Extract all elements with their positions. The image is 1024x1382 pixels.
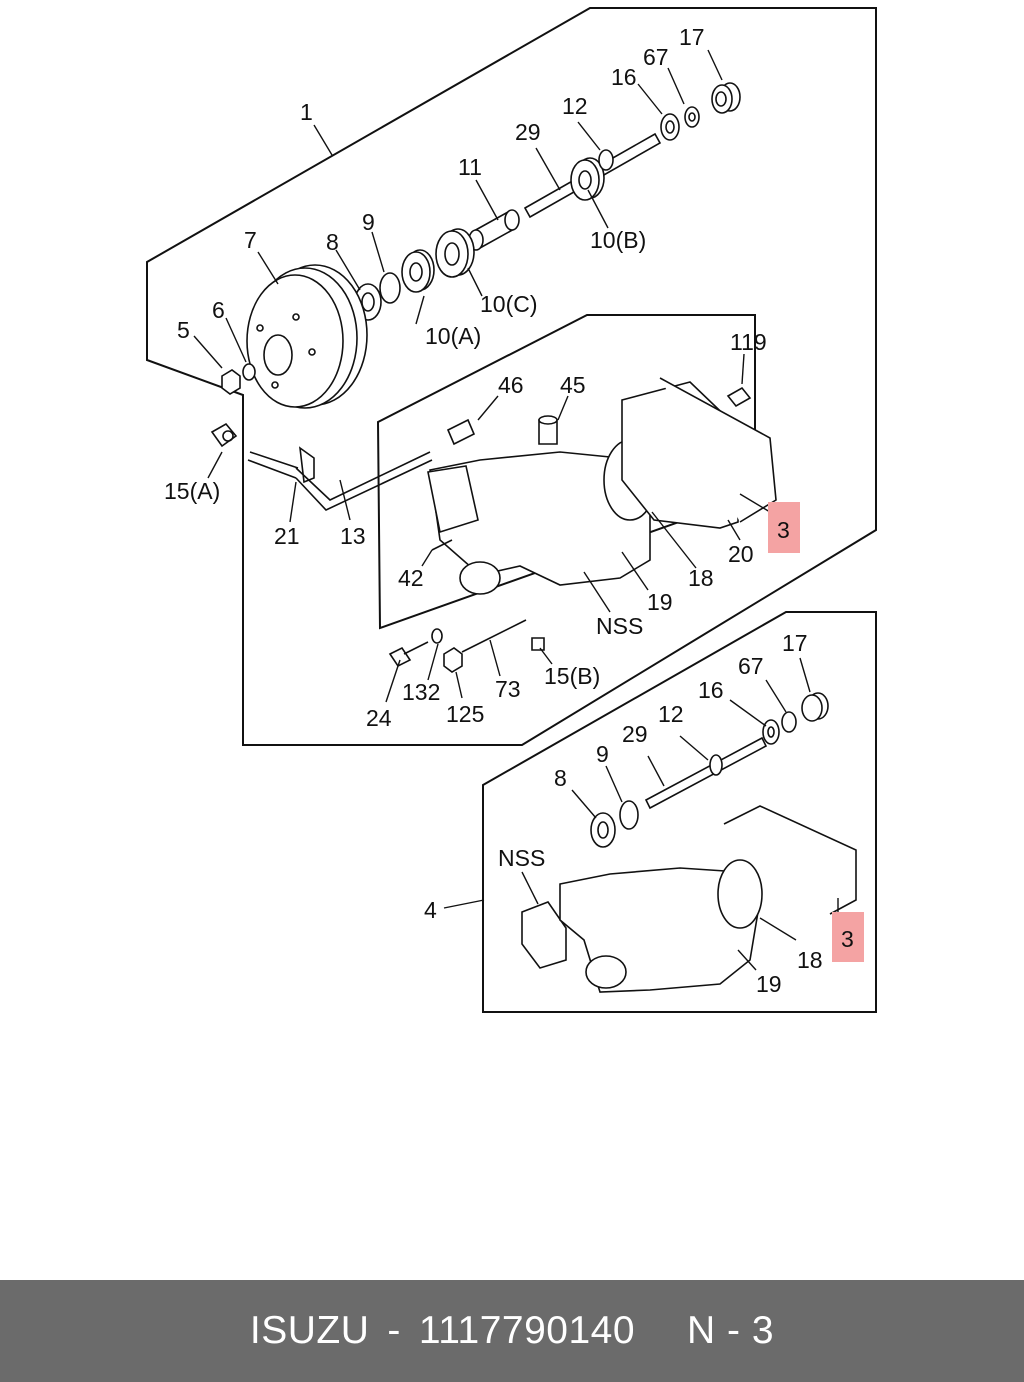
callout-10b: 10(B) xyxy=(590,227,646,253)
pipe-13 xyxy=(295,451,433,511)
callout-8-lower: 8 xyxy=(554,765,567,791)
callout-12-lower: 12 xyxy=(658,701,684,727)
washer-132 xyxy=(431,628,443,644)
callout-10a: 10(A) xyxy=(425,323,481,349)
snap-ring-9-lower xyxy=(619,800,639,830)
callout-46: 46 xyxy=(498,372,524,398)
nut-125 xyxy=(443,647,463,673)
bolt-24 xyxy=(388,641,429,668)
callout-24: 24 xyxy=(366,705,392,731)
callout-nss-lower: NSS xyxy=(498,845,545,871)
outlet-port xyxy=(459,561,501,595)
callout-3-lower: 3 xyxy=(841,926,854,952)
brand-name: ISUZU xyxy=(249,1309,370,1352)
callout-29-lower: 29 xyxy=(622,721,648,747)
callout-nss-upper: NSS xyxy=(596,613,643,639)
fitting-15a xyxy=(210,422,238,448)
callout-42: 42 xyxy=(398,565,424,591)
callout-125: 125 xyxy=(446,701,484,727)
callout-12-upper: 12 xyxy=(562,93,588,119)
callout-67-upper: 67 xyxy=(643,44,669,70)
seal-8-lower xyxy=(590,812,616,848)
exploded-parts-diagram: 1 17 67 16 12 29 11 10(B) 10(C) 10(A) 7 … xyxy=(146,7,877,1013)
callout-8-upper: 8 xyxy=(326,229,339,255)
collar-12-lower xyxy=(709,754,723,776)
part-number: 1117790140 xyxy=(418,1309,636,1352)
callout-15a: 15(A) xyxy=(164,478,220,504)
callout-119: 119 xyxy=(730,329,767,355)
seal-16-upper xyxy=(660,113,680,141)
callout-16-upper: 16 xyxy=(611,64,637,90)
callout-21: 21 xyxy=(274,523,300,549)
bearing-10b xyxy=(570,157,605,201)
callout-29-upper: 29 xyxy=(515,119,541,145)
outlet-port-lower xyxy=(585,955,627,989)
callout-17-lower: 17 xyxy=(782,630,808,656)
callout-15b: 15(B) xyxy=(544,663,600,689)
plug-46 xyxy=(446,418,476,446)
snap-ring-9-upper xyxy=(379,272,401,304)
callout-45: 45 xyxy=(560,372,586,398)
callout-13: 13 xyxy=(340,523,366,549)
callout-18-upper: 18 xyxy=(688,565,714,591)
stud-73 xyxy=(461,619,527,653)
callout-19-upper: 19 xyxy=(647,589,673,615)
gasket-3-lower xyxy=(723,805,857,915)
callout-20: 20 xyxy=(728,541,754,567)
callout-67-lower: 67 xyxy=(738,653,764,679)
callout-18-lower: 18 xyxy=(797,947,823,973)
callout-132: 132 xyxy=(402,679,440,705)
callout-16-lower: 16 xyxy=(698,677,724,703)
cap-17-upper xyxy=(711,82,741,114)
washer-67-upper xyxy=(684,106,700,128)
impeller-18-lower xyxy=(717,859,763,929)
separator-dash: - xyxy=(387,1309,401,1352)
callout-9-upper: 9 xyxy=(362,209,375,235)
part-info-bar: ISUZU - 1117790140 N - 3 xyxy=(0,1280,1024,1382)
housing-flange xyxy=(427,465,479,534)
callout-3-upper: 3 xyxy=(777,517,790,543)
stud-42 xyxy=(431,539,453,551)
callout-1: 1 xyxy=(300,99,313,125)
highlight-3-upper xyxy=(768,502,800,553)
plug-15b xyxy=(531,637,545,651)
hose-21 xyxy=(247,451,299,479)
gasket-3-upper xyxy=(659,377,777,523)
callout-17-upper: 17 xyxy=(679,24,705,50)
seal-16-lower xyxy=(762,719,780,745)
callout-6: 6 xyxy=(212,297,225,323)
shaft-29-lower xyxy=(644,736,768,810)
pulley-7 xyxy=(246,264,368,409)
washer-6 xyxy=(242,363,256,381)
cap-17-lower xyxy=(801,692,829,722)
leader-lines xyxy=(193,49,839,971)
bearing-10c xyxy=(435,228,475,278)
callout-7: 7 xyxy=(244,227,257,253)
collar-12-upper xyxy=(598,149,614,171)
nut-5 xyxy=(221,369,241,395)
callout-4: 4 xyxy=(424,897,437,923)
callout-19-lower: 19 xyxy=(756,971,782,997)
plug-45 xyxy=(538,415,558,445)
sleeve-11 xyxy=(468,209,520,251)
callout-73: 73 xyxy=(495,676,521,702)
bearing-10a xyxy=(401,249,435,293)
page-reference: N - 3 xyxy=(687,1309,775,1352)
callout-10c: 10(C) xyxy=(480,291,538,317)
gasket-nss-lower xyxy=(521,901,567,969)
washer-67-lower xyxy=(781,711,797,733)
bolt-119 xyxy=(726,386,752,408)
bracket xyxy=(298,446,315,484)
assembly-outline-main xyxy=(146,7,877,746)
assembly-outline-lower xyxy=(482,611,877,1013)
callout-9-lower: 9 xyxy=(596,741,609,767)
callout-11: 11 xyxy=(458,154,482,180)
callout-5: 5 xyxy=(177,317,190,343)
highlight-3-lower xyxy=(832,912,864,962)
housing-outline xyxy=(376,314,756,630)
